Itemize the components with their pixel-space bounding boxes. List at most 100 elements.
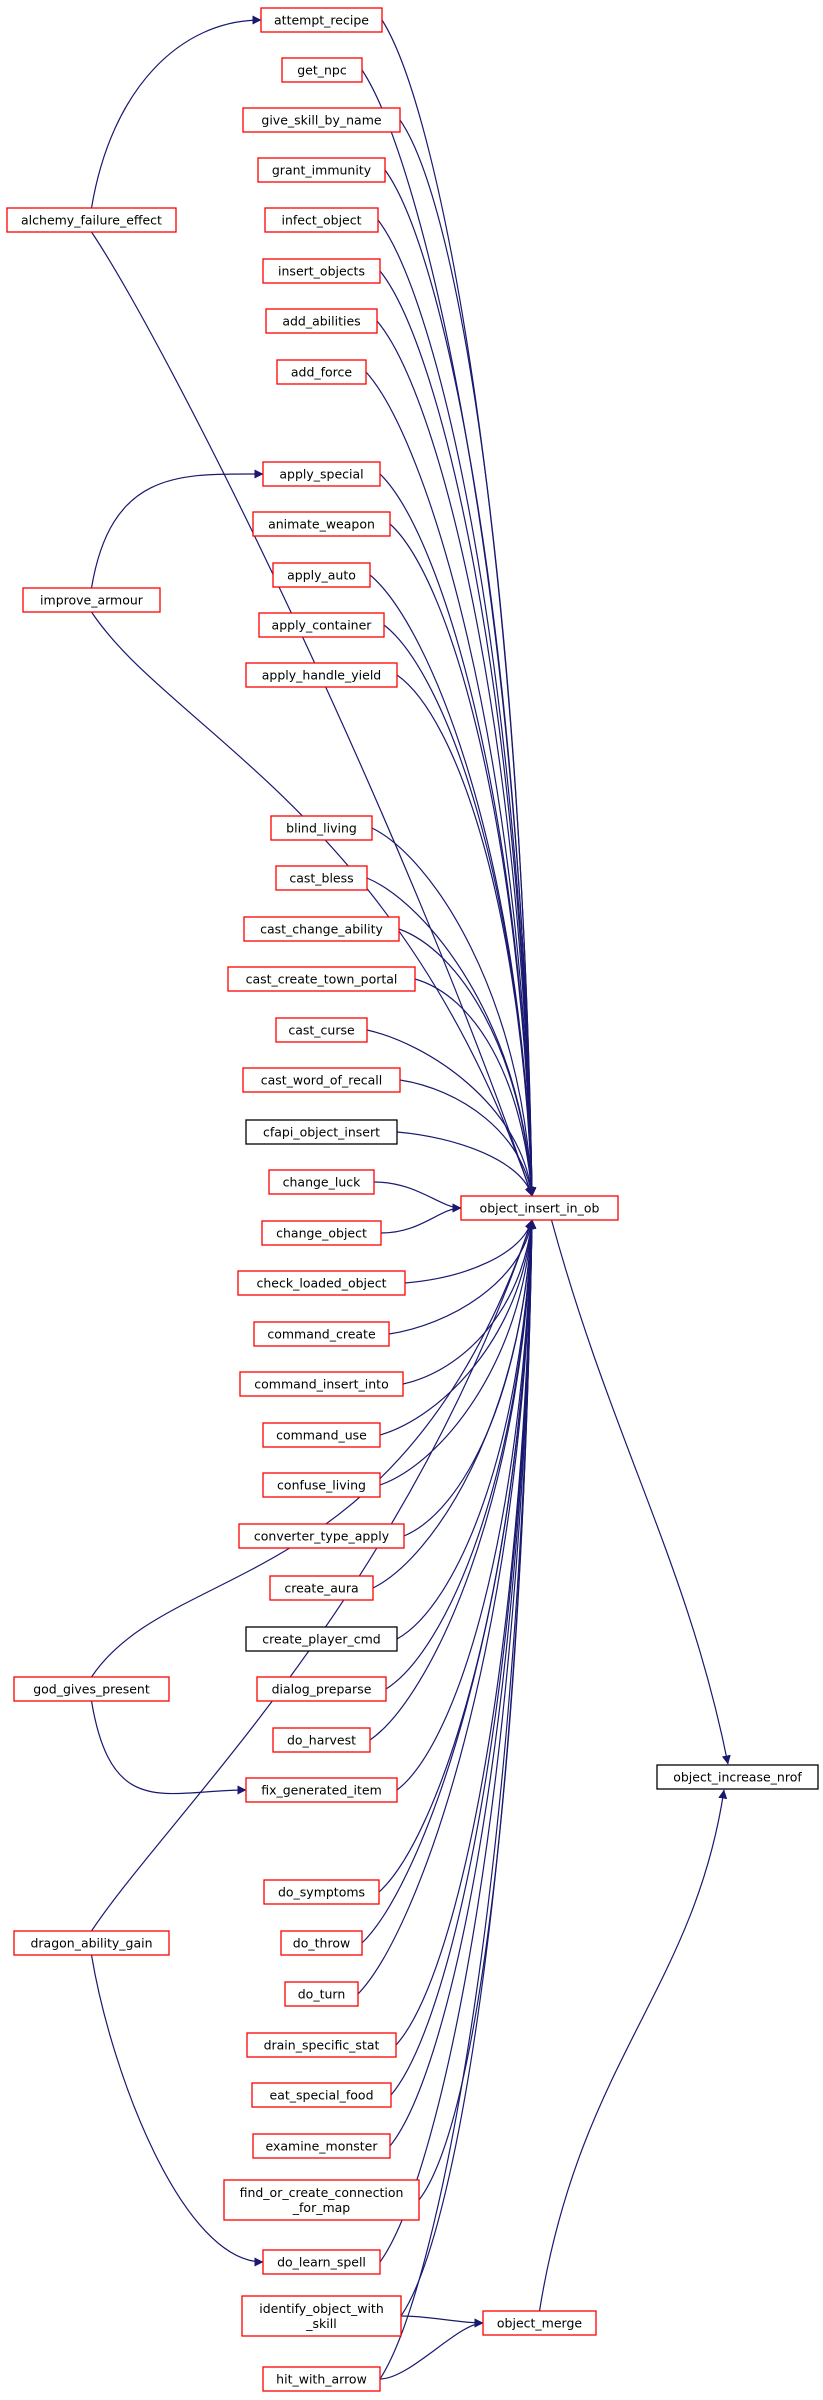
- edge-add_abilities-to-object_insert_in_ob: [376, 320, 537, 1197]
- node-label-god_gives_present: god_gives_present: [33, 1682, 150, 1697]
- node-label-animate_weapon: animate_weapon: [268, 517, 375, 532]
- node-dialog_preparse[interactable]: dialog_preparse: [256, 1676, 387, 1702]
- node-hit_with_arrow[interactable]: hit_with_arrow: [262, 2366, 381, 2392]
- node-label-identify_object_with_skill: identify_object_with_skill: [259, 2301, 384, 2331]
- node-object_insert_in_ob[interactable]: object_insert_in_ob: [460, 1195, 619, 1221]
- node-create_aura[interactable]: create_aura: [269, 1575, 374, 1601]
- node-label-object_increase_nrof: object_increase_nrof: [673, 1770, 802, 1785]
- node-find_or_create_connection_for_map[interactable]: find_or_create_connection_for_map: [223, 2179, 420, 2221]
- node-do_symptoms[interactable]: do_symptoms: [263, 1879, 380, 1905]
- node-box-attempt_recipe: [260, 7, 383, 33]
- edge-cast_word_of_recall-to-object_insert_in_ob: [399, 1079, 536, 1197]
- node-do_turn[interactable]: do_turn: [284, 1981, 359, 2007]
- node-god_gives_present[interactable]: god_gives_present: [13, 1676, 170, 1702]
- node-cast_curse[interactable]: cast_curse: [275, 1017, 368, 1043]
- node-label-infect_object: infect_object: [281, 213, 361, 228]
- node-apply_auto[interactable]: apply_auto: [272, 562, 371, 588]
- edge-find_or_create_connection_for_map-to-object_insert_in_ob: [418, 1219, 537, 2201]
- node-box-apply_special: [262, 461, 381, 487]
- edge-improve_armour-to-apply_special: [90, 469, 264, 589]
- node-dragon_ability_gain[interactable]: dragon_ability_gain: [13, 1930, 170, 1956]
- node-box-dragon_ability_gain: [13, 1930, 170, 1956]
- node-box-confuse_living: [262, 1472, 381, 1498]
- node-check_loaded_object[interactable]: check_loaded_object: [237, 1270, 406, 1296]
- nodes: attempt_recipe get_npc give_skill_by_nameg…: [6, 7, 819, 2392]
- node-box-converter_type_apply: [238, 1523, 405, 1549]
- node-do_learn_spell[interactable]: do_learn_spell: [262, 2249, 381, 2275]
- node-eat_special_food[interactable]: eat_special_food: [251, 2082, 392, 2108]
- node-examine_monster[interactable]: examine_monster: [252, 2133, 391, 2159]
- node-box-command_use: [262, 1422, 381, 1448]
- node-box-infect_object: [264, 207, 379, 233]
- node-drain_specific_stat[interactable]: drain_specific_stat: [246, 2032, 397, 2058]
- node-add_abilities[interactable]: add_abilities: [265, 308, 378, 334]
- node-label-examine_monster: examine_monster: [265, 2139, 378, 2154]
- node-insert_objects[interactable]: insert_objects: [262, 258, 381, 284]
- node-give_skill_by_name[interactable]: give_skill_by_name: [242, 107, 401, 133]
- node-label-change_luck: change_luck: [283, 1175, 362, 1190]
- edge-object_insert_in_ob-to-object_increase_nrof: [550, 1219, 731, 1765]
- edge-cfapi_object_insert-to-object_insert_in_ob: [396, 1131, 534, 1197]
- node-box-cast_bless: [275, 865, 368, 891]
- node-box-object_increase_nrof: [656, 1764, 819, 1790]
- node-change_object[interactable]: change_object: [261, 1220, 382, 1246]
- node-label-cast_word_of_recall: cast_word_of_recall: [261, 1073, 383, 1088]
- node-cast_change_ability[interactable]: cast_change_ability: [243, 916, 400, 942]
- node-change_luck[interactable]: change_luck: [268, 1169, 375, 1195]
- node-confuse_living[interactable]: confuse_living: [262, 1472, 381, 1498]
- node-label-do_throw: do_throw: [293, 1936, 350, 1951]
- node-infect_object[interactable]: infect_object: [264, 207, 379, 233]
- node-box-hit_with_arrow: [262, 2366, 381, 2392]
- node-cast_create_town_portal[interactable]: cast_create_town_portal: [227, 966, 416, 992]
- node-animate_weapon[interactable]: animate_weapon: [252, 511, 391, 537]
- edge-dialog_preparse-to-object_insert_in_ob: [385, 1219, 537, 1690]
- node-box-do_learn_spell: [262, 2249, 381, 2275]
- edge-dragon_ability_gain-to-object_insert_in_ob: [91, 1219, 534, 1932]
- node-identify_object_with_skill[interactable]: identify_object_with_skill: [241, 2295, 402, 2337]
- node-apply_handle_yield[interactable]: apply_handle_yield: [245, 662, 398, 688]
- node-box-do_symptoms: [263, 1879, 380, 1905]
- edge-do_throw-to-object_insert_in_ob: [361, 1219, 537, 1944]
- node-box-animate_weapon: [252, 511, 391, 537]
- node-box-alchemy_failure_effect: [6, 207, 177, 233]
- node-object_merge[interactable]: object_merge: [482, 2310, 597, 2336]
- node-apply_special[interactable]: apply_special: [262, 461, 381, 487]
- node-blind_living[interactable]: blind_living: [270, 815, 373, 841]
- node-improve_armour[interactable]: improve_armour: [22, 587, 161, 613]
- node-cast_word_of_recall[interactable]: cast_word_of_recall: [242, 1067, 401, 1093]
- node-box-eat_special_food: [251, 2082, 392, 2108]
- node-do_harvest[interactable]: do_harvest: [272, 1727, 371, 1753]
- node-box-change_luck: [268, 1169, 375, 1195]
- node-command_insert_into[interactable]: command_insert_into: [239, 1371, 404, 1397]
- edge-blind_living-to-object_insert_in_ob: [371, 827, 537, 1197]
- edge-get_npc-to-object_insert_in_ob: [361, 69, 537, 1197]
- node-converter_type_apply[interactable]: converter_type_apply: [238, 1523, 405, 1549]
- node-do_throw[interactable]: do_throw: [280, 1930, 363, 1956]
- edge-cast_curse-to-object_insert_in_ob: [366, 1029, 536, 1197]
- node-attempt_recipe[interactable]: attempt_recipe: [260, 7, 383, 33]
- edge-object_merge-to-object_increase_nrof: [538, 1789, 728, 2312]
- node-apply_container[interactable]: apply_container: [258, 612, 385, 638]
- node-box-find_or_create_connection_for_map: [223, 2179, 420, 2221]
- node-box-improve_armour: [22, 587, 161, 613]
- edge-insert_objects-to-object_insert_in_ob: [379, 270, 537, 1197]
- node-label-alchemy_failure_effect: alchemy_failure_effect: [21, 213, 162, 228]
- node-box-command_create: [253, 1321, 390, 1347]
- edge-identify_object_with_skill-to-object_insert_in_ob: [400, 1219, 537, 2317]
- node-command_use[interactable]: command_use: [262, 1422, 381, 1448]
- edge-examine_monster-to-object_insert_in_ob: [389, 1219, 537, 2147]
- node-alchemy_failure_effect[interactable]: alchemy_failure_effect: [6, 207, 177, 233]
- node-box-do_harvest: [272, 1727, 371, 1753]
- node-add_force[interactable]: add_force: [276, 359, 367, 385]
- edge-command_create-to-object_insert_in_ob: [388, 1219, 536, 1335]
- node-box-cast_change_ability: [243, 916, 400, 942]
- node-label-confuse_living: confuse_living: [277, 1478, 366, 1493]
- node-grant_immunity[interactable]: grant_immunity: [257, 157, 386, 183]
- node-get_npc[interactable]: get_npc: [281, 57, 363, 83]
- node-fix_generated_item[interactable]: fix_generated_item: [245, 1777, 398, 1803]
- node-cast_bless[interactable]: cast_bless: [275, 865, 368, 891]
- node-command_create[interactable]: command_create: [253, 1321, 390, 1347]
- node-label-get_npc: get_npc: [297, 63, 347, 78]
- node-label-cast_curse: cast_curse: [288, 1023, 355, 1038]
- node-label-hit_with_arrow: hit_with_arrow: [276, 2372, 367, 2387]
